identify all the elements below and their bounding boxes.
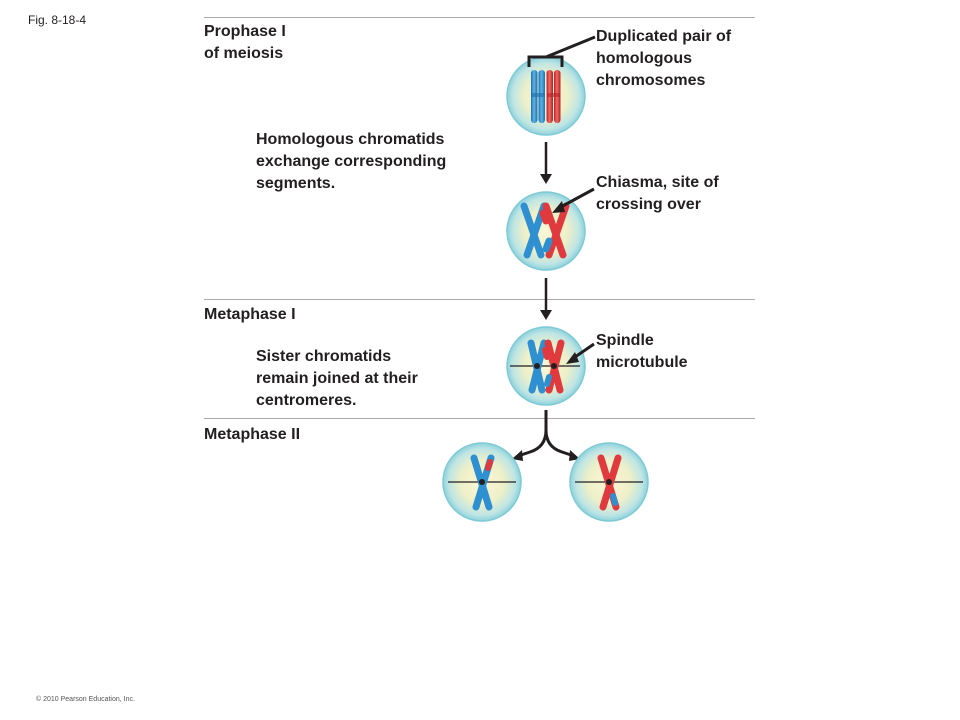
figure-label: Fig. 8-18-4 — [28, 13, 87, 27]
centromere — [606, 479, 612, 485]
spindle-pointer-line — [574, 342, 595, 359]
crossing-over-line: segments. — [256, 175, 336, 192]
cell-metaphase-i — [506, 326, 595, 406]
callout-duplicated-pair: Duplicated pair of homologous chromosome… — [596, 26, 731, 92]
callout-line: Chiasma, site of — [596, 174, 719, 191]
sister-chromatids-description: Sister chromatids remain joined at their… — [256, 346, 418, 412]
callout-line: microtubule — [596, 354, 688, 371]
cell-prophase-duplicated — [506, 35, 596, 136]
exchanged-segment-red — [485, 459, 493, 471]
exchanged-segment-blue — [544, 374, 552, 387]
crossing-over-description: Homologous chromatids exchange correspon… — [256, 129, 446, 195]
exchanged-segment-blue — [610, 493, 618, 506]
arrow-down — [540, 278, 552, 320]
sister-chromatids-line: centromeres. — [256, 392, 357, 409]
pair-bracket — [527, 55, 564, 67]
stage-divider-metaphase-ii — [204, 418, 755, 419]
centromere — [546, 93, 561, 97]
stage-label-metaphase-i: Metaphase I — [204, 306, 296, 323]
chiasma-pointer-head — [552, 201, 565, 213]
centromere — [479, 479, 485, 485]
stage-label-metaphase-ii: Metaphase II — [204, 426, 301, 443]
sister-chromatids-line: remain joined at their — [256, 370, 418, 387]
copyright-notice: © 2010 Pearson Education, Inc. — [36, 696, 135, 703]
exchanged-segment-blue — [542, 237, 553, 253]
stage-label-prophase-line1: Prophase I — [204, 23, 286, 40]
cell-membrane — [506, 56, 586, 136]
arrow-branch-left — [517, 410, 548, 458]
callout-spindle: Spindle microtubule — [596, 330, 688, 374]
cell-metaphase-ii-right — [569, 442, 649, 522]
callout-line: Spindle — [596, 332, 654, 349]
callout-chiasma: Chiasma, site of crossing over — [596, 172, 719, 216]
centromere — [551, 363, 557, 369]
callout-line: crossing over — [596, 196, 701, 213]
cell-prophase-crossing-over — [506, 187, 595, 271]
chromosome-red — [542, 202, 570, 259]
stage-label-prophase-i: Prophase I of meiosis — [204, 21, 344, 65]
stage-divider-top — [204, 17, 755, 18]
cell-metaphase-ii-left — [442, 442, 522, 522]
callout-line: chromosomes — [596, 72, 706, 89]
crossing-over-line: Homologous chromatids — [256, 131, 445, 148]
crossing-over-line: exchange corresponding — [256, 153, 447, 170]
centromere — [534, 363, 540, 369]
exchanged-segment-red — [542, 347, 550, 360]
sister-chromatids-line: Sister chromatids — [256, 348, 392, 365]
centromere — [531, 93, 545, 97]
callout-leader-line — [545, 35, 596, 59]
arrow-branch-right — [544, 429, 575, 458]
arrow-down — [540, 142, 552, 184]
callout-line: homologous — [596, 50, 692, 67]
spindle-pointer-head — [566, 352, 579, 364]
chromosome-red — [546, 70, 561, 123]
chiasma-pointer-line — [558, 187, 595, 210]
branching-arrows — [512, 410, 580, 461]
callout-line: Duplicated pair of — [596, 28, 732, 45]
exchanged-segment-red — [539, 209, 550, 225]
chromosome-blue — [531, 70, 545, 123]
stage-divider-metaphase-i — [204, 299, 755, 300]
stage-label-prophase-line2: of meiosis — [204, 45, 284, 62]
chromatid-red — [545, 202, 570, 259]
